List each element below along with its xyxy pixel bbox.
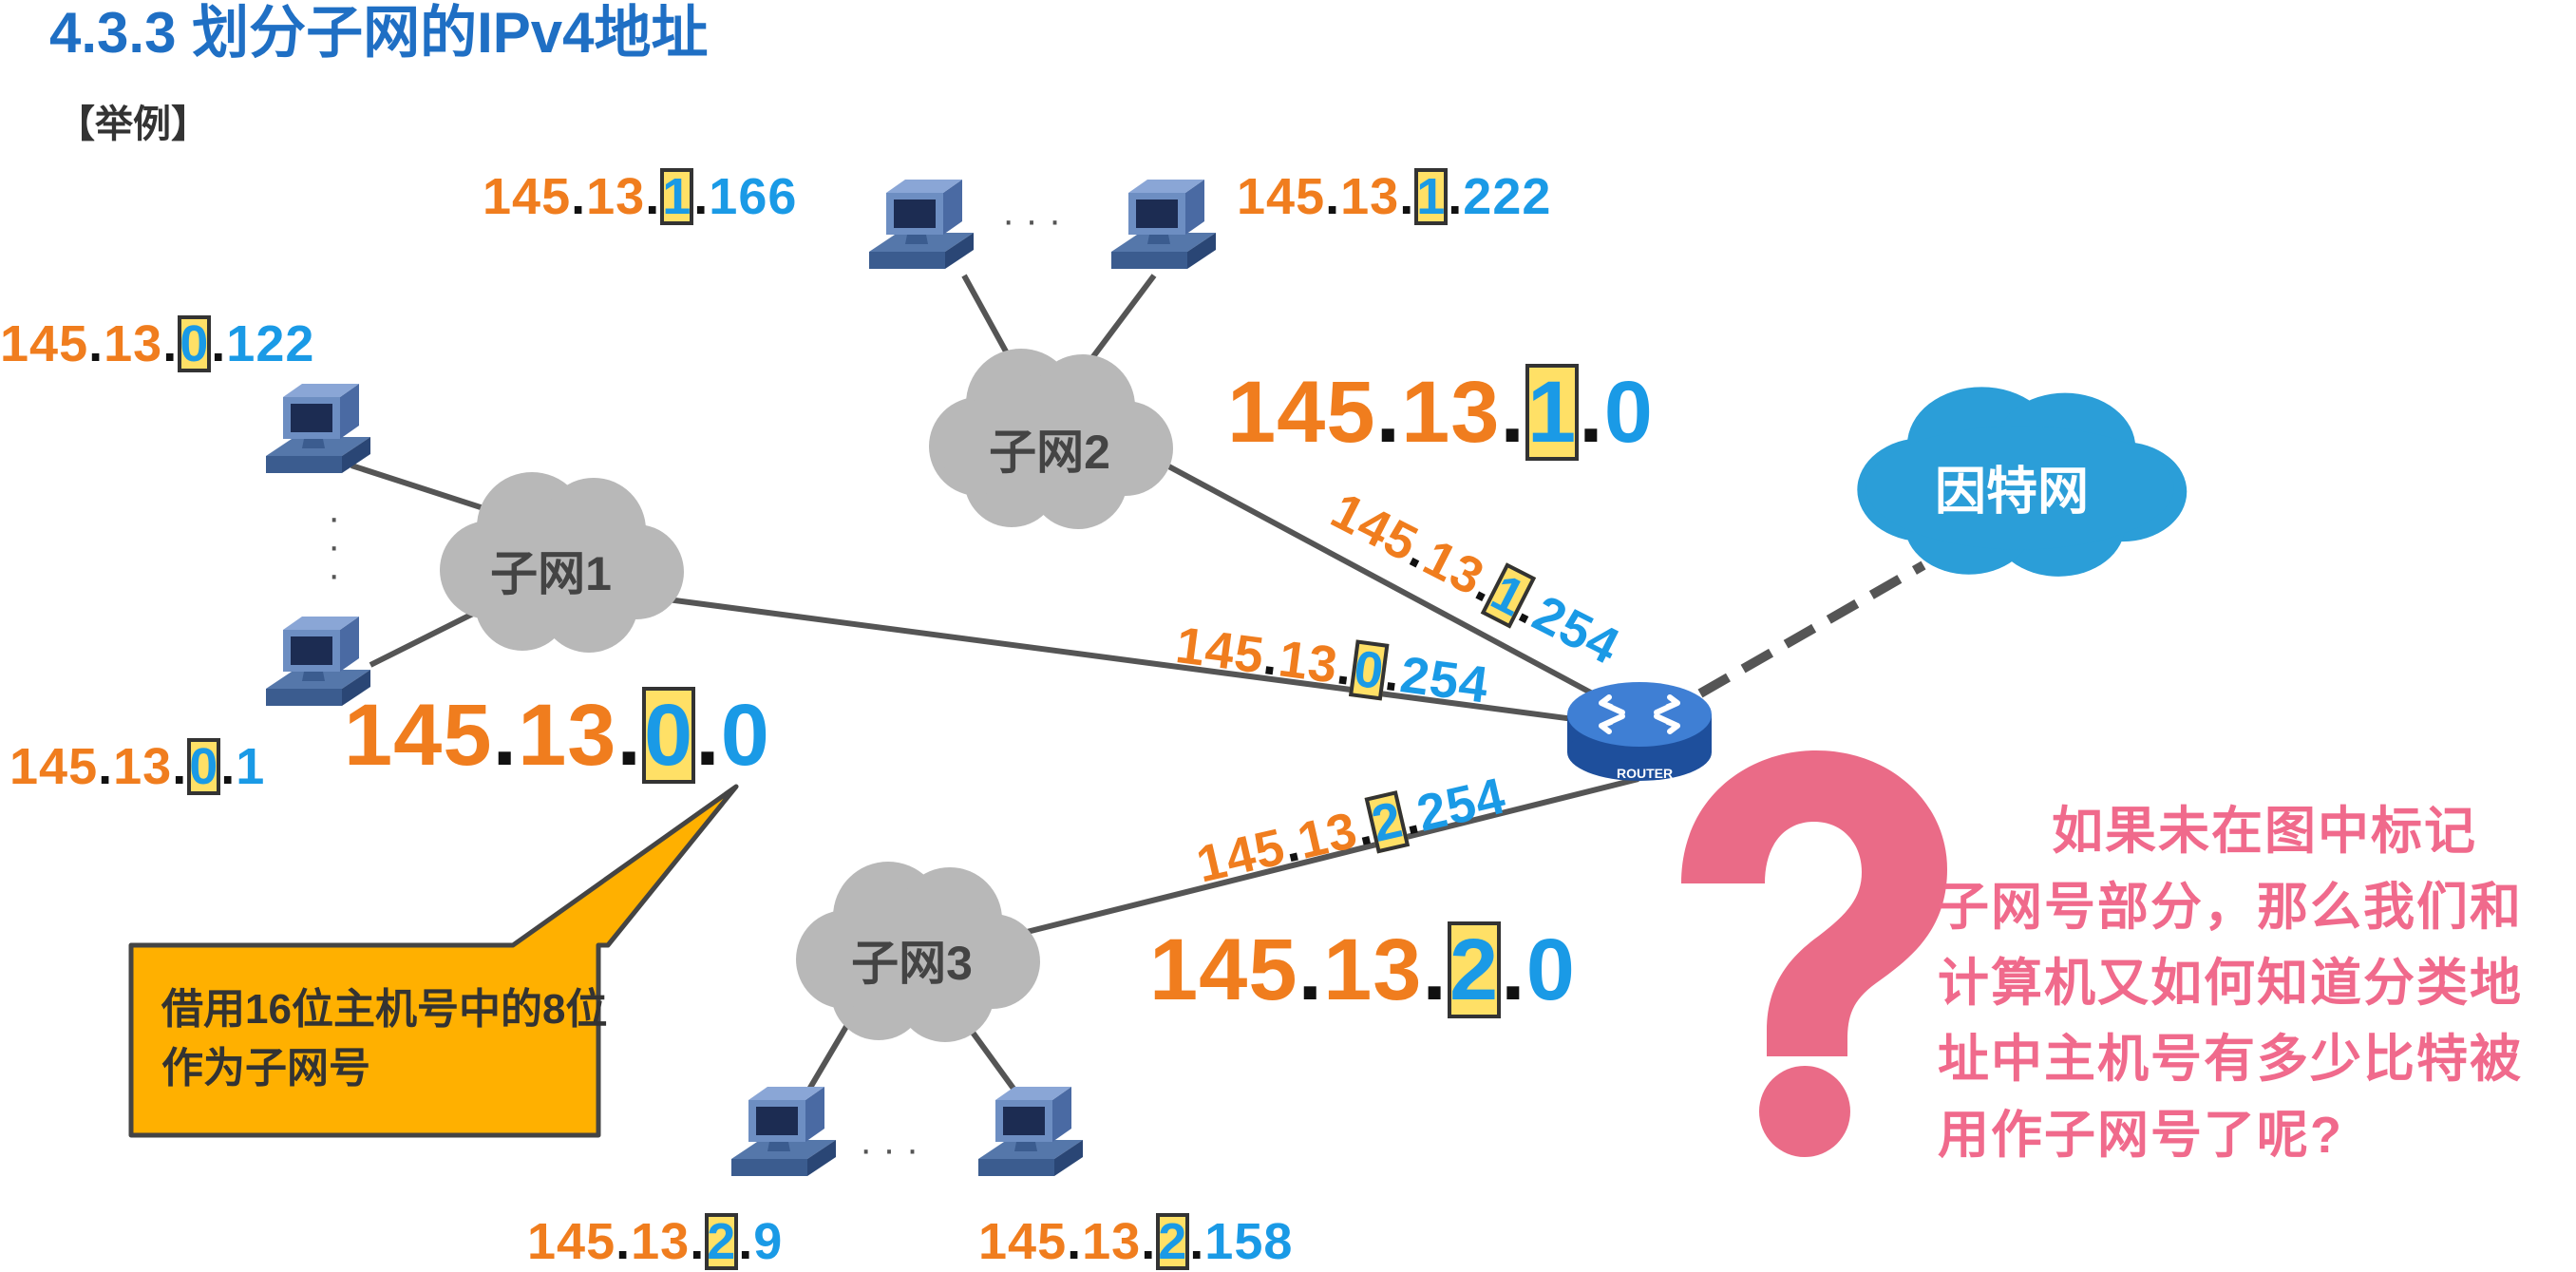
subnet1-label: 子网1: [490, 547, 612, 600]
subnet3-label: 子网3: [851, 937, 973, 990]
question-line-1: 如果未在图中标记: [2052, 803, 2477, 860]
router-label: ROUTER: [1617, 766, 1674, 781]
computer-icon-s2-right: [1111, 180, 1216, 269]
computer-icon-s1-top: [266, 384, 370, 473]
ip-s1-top: 145.13.0.122: [0, 315, 315, 372]
subnet2-label: 子网2: [989, 426, 1110, 479]
question-line-4: 址中主机号有多少比特被: [1938, 1031, 2523, 1088]
example-label: 【举例】: [57, 104, 209, 145]
link-subnet2-router: [1147, 453, 1640, 721]
link-router-internet: [1697, 560, 1926, 698]
router-icon: [1567, 682, 1712, 781]
ellipsis-subnet2: · · ·: [1002, 199, 1062, 241]
ip-s2-left: 145.13.1.166: [483, 168, 798, 225]
ellipsis-subnet1-a: ·: [328, 497, 341, 539]
page-title: 4.3.3 划分子网的IPv4地址: [49, 1, 709, 65]
ip-s3-right: 145.13.2.158: [978, 1213, 1294, 1270]
computer-icon-s3-left: [731, 1087, 836, 1176]
ellipsis-subnet1-c: ·: [328, 554, 341, 596]
callout-bubble: [128, 784, 739, 1138]
question-line-3: 计算机又如何知道分类地: [1938, 955, 2523, 1012]
ellipsis-subnet1-b: ·: [328, 525, 341, 567]
question-mark-icon: [1681, 750, 1947, 1157]
ip-s2-right: 145.13.1.222: [1237, 168, 1552, 225]
ip-net3: 145.13.2.0: [1149, 921, 1576, 1018]
question-line-2: 子网号部分，那么我们和: [1938, 879, 2523, 936]
internet-label: 因特网: [1935, 463, 2089, 521]
ip-s3-left: 145.13.2.9: [527, 1213, 784, 1270]
question-text: 如果未在图中标记 子网号部分，那么我们和 计算机又如何知道分类地 址中主机号有多…: [1938, 793, 2565, 1173]
computer-icon-s3-right: [978, 1087, 1083, 1176]
question-line-5: 用作子网号了呢?: [1938, 1107, 2343, 1164]
link-subnet3-router: [1011, 776, 1639, 939]
ip-net1: 145.13.0.0: [344, 687, 770, 784]
ellipsis-subnet3: · · ·: [860, 1129, 919, 1170]
callout-text: 借用16位主机号中的8位作为子网号: [161, 986, 608, 1092]
link-subnet1-router: [645, 594, 1639, 731]
computer-icon-s2-left: [869, 180, 974, 269]
ip-net2: 145.13.1.0: [1227, 364, 1654, 461]
ip-s1-bottom: 145.13.0.1: [9, 738, 266, 795]
